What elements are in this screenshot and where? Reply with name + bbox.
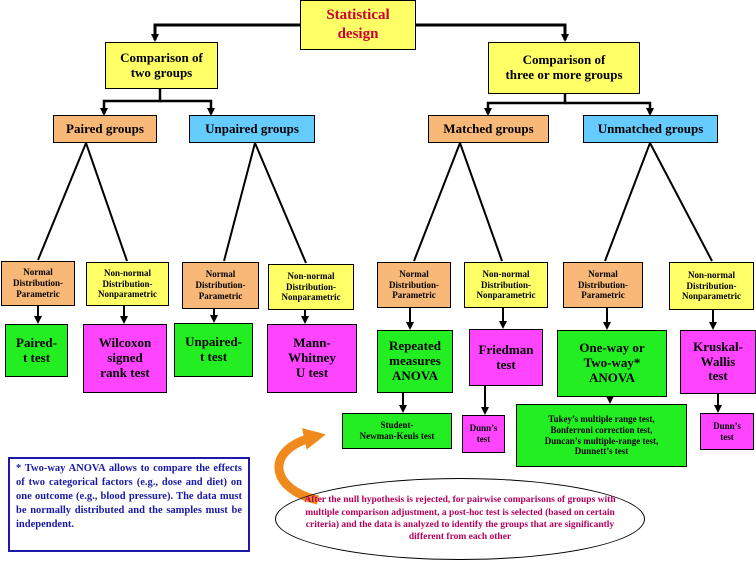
dunns-test-unmatched-box: Dunn’s test	[700, 413, 754, 450]
unpaired-normal-distribution-box: Normal Distribution- Parametric	[182, 262, 259, 309]
posthoc-explanation-text: After the null hypothesis is rejected, f…	[304, 495, 616, 543]
tukey-posthoc-box: Tukey’s multiple range test, Bonferroni …	[516, 404, 687, 467]
mann-whitney-test-box: Mann- Whitney U test	[267, 324, 357, 393]
unpaired-nonnormal-distribution-box: Non-normal Distribution- Nonparametric	[268, 264, 354, 310]
edge-paired-normal	[37, 142, 87, 261]
edge-root-two-groups	[151, 23, 300, 42]
posthoc-explanation-ellipse: After the null hypothesis is rejected, f…	[275, 478, 645, 560]
paired-t-test-box: Paired- t test	[5, 324, 68, 377]
edge-paired-nonnormal	[85, 142, 128, 262]
student-newman-keuls-box: Student- Newman-Keuls test	[342, 413, 452, 449]
statistical-design-box: Statistical design	[300, 0, 416, 50]
matched-nonnormal-distribution-box: Non-normal Distribution- Nonparametric	[464, 262, 548, 308]
matched-normal-distribution-box: Normal Distribution- Parametric	[377, 262, 451, 308]
unmatched-nonnormal-distribution-box: Non-normal Distribution- Nonparametric	[669, 262, 754, 310]
anova-test-box: One-way or Two-way* ANOVA	[557, 330, 667, 397]
dunns-test-matched-box: Dunn’s test	[462, 415, 505, 453]
wilcoxon-test-box: Wilcoxon signed rank test	[83, 324, 167, 393]
paired-groups-box: Paired groups	[53, 115, 157, 143]
matched-groups-box: Matched groups	[428, 115, 549, 143]
two-groups-box: Comparison of two groups	[105, 42, 218, 89]
three-groups-box: Comparison of three or more groups	[488, 42, 640, 94]
unmatched-groups-box: Unmatched groups	[583, 115, 718, 143]
kruskal-wallis-test-box: Kruskal- Wallis test	[680, 330, 756, 394]
unpaired-t-test-box: Unpaired- t test	[174, 323, 253, 377]
unmatched-normal-distribution-box: Normal Distribution- Parametric	[563, 262, 643, 308]
orange-curved-arrow	[274, 428, 326, 505]
edge-two-paired	[100, 89, 162, 116]
paired-nonnormal-distribution-box: Non-normal Distribution- Nonparametric	[86, 262, 169, 306]
paired-normal-distribution-box: Normal Distribution- Parametric	[1, 261, 75, 306]
two-way-anova-footnote: * Two-way ANOVA allows to compare the ef…	[8, 457, 250, 552]
edge-unmatched-nonnormal	[649, 142, 713, 262]
edge-three-matched	[484, 94, 567, 116]
friedman-test-box: Friedman test	[469, 329, 543, 386]
repeated-measures-anova-box: Repeated measures ANOVA	[377, 330, 453, 393]
edge-unpaired-normal	[223, 142, 256, 262]
unpaired-groups-box: Unpaired groups	[189, 115, 315, 143]
edge-three-unmatched	[565, 101, 654, 116]
edge-two-unpaired	[160, 99, 215, 116]
edge-unmatched-normal	[604, 142, 651, 262]
edge-unpaired-nonnormal	[254, 142, 307, 264]
edge-matched-nonnormal	[459, 142, 503, 262]
edge-matched-normal	[413, 142, 461, 262]
edge-root-three-groups	[416, 23, 569, 42]
